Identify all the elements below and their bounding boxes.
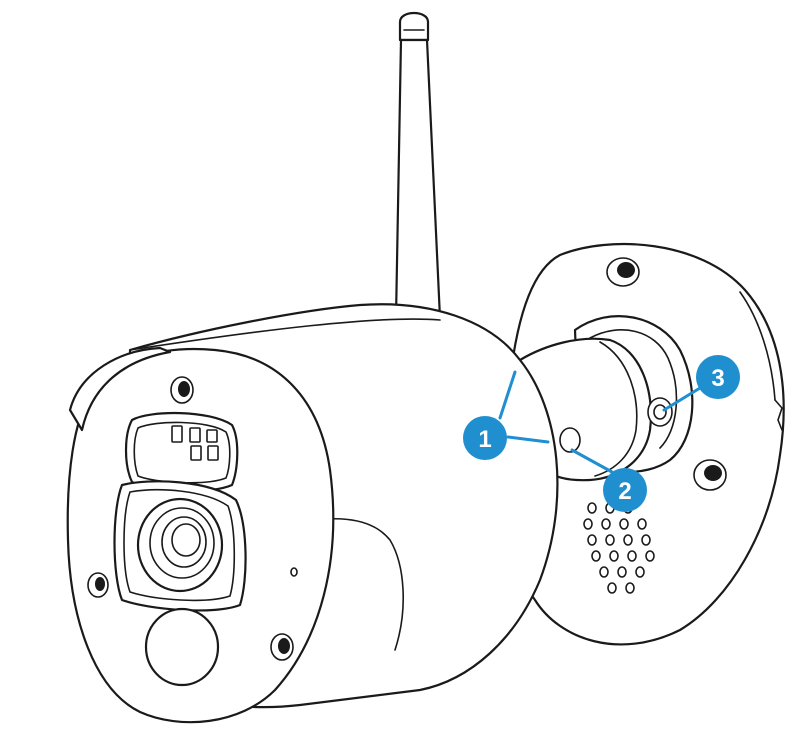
callout-2-badge bbox=[603, 468, 647, 512]
speaker-hole bbox=[609, 550, 619, 562]
bracket-screw bbox=[647, 397, 673, 427]
lens-housing bbox=[113, 480, 247, 612]
speaker-hole bbox=[587, 534, 597, 546]
speaker-hole bbox=[627, 550, 637, 562]
callout-3-badge bbox=[696, 355, 740, 399]
speaker-hole bbox=[625, 582, 635, 594]
front-screw-hole-top bbox=[170, 376, 194, 404]
camera-lens bbox=[136, 497, 224, 593]
speaker-hole bbox=[637, 518, 647, 530]
speaker-grille bbox=[583, 502, 655, 594]
mount-screw-hole-top bbox=[606, 257, 640, 287]
pir-sensor bbox=[144, 607, 220, 687]
speaker-hole bbox=[623, 534, 633, 546]
speaker-hole bbox=[607, 582, 617, 594]
speaker-hole bbox=[587, 502, 597, 514]
callout-3-label: 3 bbox=[711, 365, 724, 392]
speaker-hole bbox=[617, 566, 627, 578]
speaker-hole bbox=[599, 566, 609, 578]
speaker-hole bbox=[635, 566, 645, 578]
speaker-hole bbox=[601, 518, 611, 530]
callout-1: 1 bbox=[463, 370, 550, 460]
front-screw-hole-left bbox=[87, 572, 109, 598]
speaker-hole bbox=[619, 518, 629, 530]
callout-3: 3 bbox=[662, 355, 740, 412]
speaker-hole bbox=[605, 534, 615, 546]
mount-screw-hole-right bbox=[693, 459, 727, 491]
reset-button-hole bbox=[559, 427, 581, 453]
camera-front-face bbox=[66, 346, 335, 724]
speaker-hole bbox=[591, 550, 601, 562]
antenna bbox=[394, 11, 442, 320]
speaker-hole bbox=[583, 518, 593, 530]
callout-2: 2 bbox=[570, 448, 647, 512]
callout-2-leader bbox=[570, 448, 614, 474]
microphone-hole bbox=[290, 567, 298, 577]
callout-1-label: 1 bbox=[478, 426, 491, 453]
callout-3-leader bbox=[662, 386, 702, 412]
callout-1-leader bbox=[498, 370, 550, 444]
front-screw-hole-right bbox=[270, 633, 294, 661]
callout-2-label: 2 bbox=[618, 478, 631, 505]
speaker-hole bbox=[641, 534, 651, 546]
callout-1-badge bbox=[463, 416, 507, 460]
sensor-window bbox=[124, 411, 239, 493]
speaker-hole bbox=[645, 550, 655, 562]
